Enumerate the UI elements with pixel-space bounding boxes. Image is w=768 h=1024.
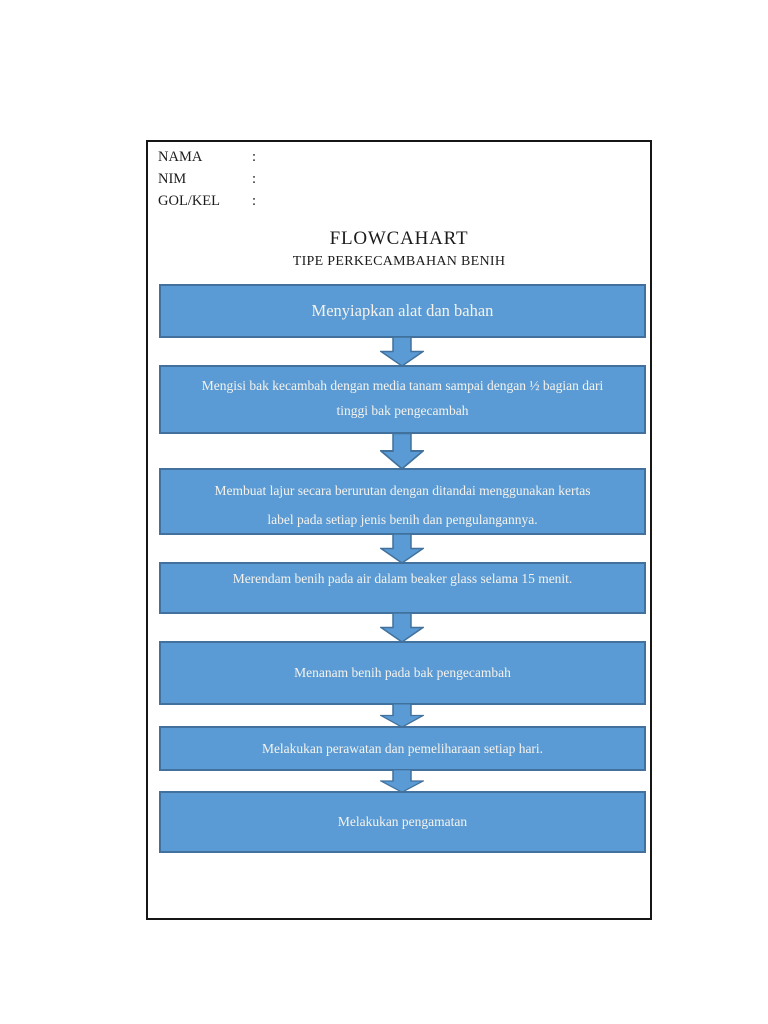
field-nim-colon: : bbox=[252, 170, 257, 187]
field-nim: NIM : bbox=[158, 168, 386, 190]
down-arrow-icon bbox=[380, 612, 424, 643]
flow-step-6: Melakukan perawatan dan pemeliharaan set… bbox=[159, 726, 646, 771]
down-arrow-icon bbox=[380, 703, 424, 728]
page-title: FLOWCAHART bbox=[329, 228, 469, 249]
field-golkel: GOL/KEL : bbox=[158, 190, 386, 212]
flow-step-3: Membuat lajur secara berurutan dengan di… bbox=[159, 468, 646, 535]
page-subtitle: TIPE PERKECAMBAHAN BENIH bbox=[292, 254, 506, 269]
flow-step-3-line-2: label pada setiap jenis benih dan pengul… bbox=[267, 512, 538, 527]
down-arrow-icon bbox=[380, 336, 424, 367]
down-arrow-icon bbox=[380, 432, 424, 470]
field-golkel-colon: : bbox=[252, 192, 257, 209]
field-golkel-label: GOL/KEL bbox=[158, 192, 221, 209]
flow-step-2-line-2: tinggi bak pengecambah bbox=[336, 403, 469, 418]
flow-step-7: Melakukan pengamatan bbox=[159, 791, 646, 853]
flow-step-5-text: Menanam benih pada bak pengecambah bbox=[294, 665, 511, 680]
flow-step-4: Merendam benih pada air dalam beaker gla… bbox=[159, 562, 646, 614]
field-nama-colon: : bbox=[252, 148, 257, 165]
flow-step-7-text: Melakukan pengamatan bbox=[337, 814, 468, 829]
field-nama: NAMA : bbox=[158, 146, 386, 168]
down-arrow-icon bbox=[380, 533, 424, 564]
document-page: NAMA : NIM : GOL/KEL : FLOWCAHART TIPE P… bbox=[146, 140, 652, 920]
down-arrow-icon bbox=[380, 769, 424, 793]
flow-step-5: Menanam benih pada bak pengecambah bbox=[159, 641, 646, 705]
flow-step-1: Menyiapkan alat dan bahan bbox=[159, 284, 646, 338]
flow-step-3-line-1: Membuat lajur secara berurutan dengan di… bbox=[214, 483, 591, 498]
flow-step-4-text: Merendam benih pada air dalam beaker gla… bbox=[232, 571, 573, 586]
flow-step-2-line-1: Mengisi bak kecambah dengan media tanam … bbox=[201, 378, 604, 393]
field-nim-label: NIM bbox=[158, 170, 187, 187]
flow-step-2: Mengisi bak kecambah dengan media tanam … bbox=[159, 365, 646, 434]
header-fields: NAMA : NIM : GOL/KEL : bbox=[158, 146, 386, 212]
flow-step-1-text: Menyiapkan alat dan bahan bbox=[311, 301, 494, 320]
flow-step-6-text: Melakukan perawatan dan pemeliharaan set… bbox=[261, 740, 544, 756]
field-nama-label: NAMA bbox=[158, 148, 203, 165]
